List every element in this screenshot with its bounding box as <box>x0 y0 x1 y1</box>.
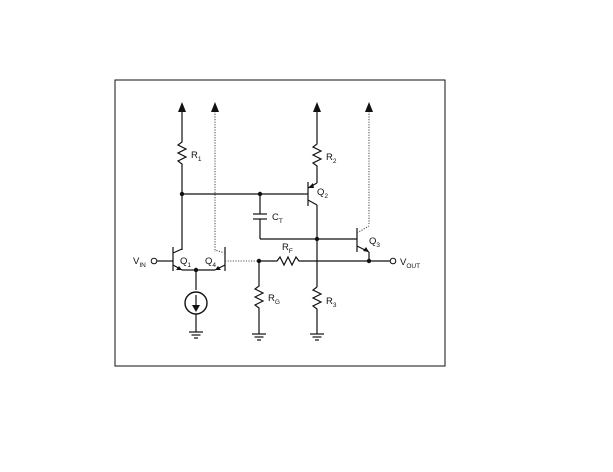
supply-q3-rail <box>365 102 373 224</box>
capacitor-ct <box>253 194 317 240</box>
transistor-q3 <box>356 225 370 261</box>
label-r1: R1 <box>191 150 202 163</box>
vin-terminal <box>150 257 158 265</box>
transistor-q4 <box>196 247 226 271</box>
label-rg: RG <box>268 293 280 306</box>
label-r3: R3 <box>326 296 337 309</box>
vout-terminal <box>389 257 397 265</box>
transistor-q1 <box>172 247 196 271</box>
diagram-frame <box>114 79 446 367</box>
supply-q4-rail <box>211 102 219 252</box>
resistor-r1 <box>176 138 188 194</box>
resistor-r2 <box>311 140 323 183</box>
resistor-r3 <box>311 286 323 334</box>
ground-r3 <box>310 333 324 341</box>
label-vout: VOUT <box>400 257 420 270</box>
ground-rg <box>252 333 266 341</box>
supply-r2-rail <box>313 102 321 140</box>
label-rf: RF <box>282 242 293 255</box>
supply-r1-rail <box>178 102 186 138</box>
label-ct: CT <box>272 212 283 225</box>
label-q1: Q1 <box>180 256 191 269</box>
label-q3: Q3 <box>369 236 380 249</box>
current-source <box>184 291 208 315</box>
resistor-rf <box>259 255 369 267</box>
label-q2: Q2 <box>317 187 328 200</box>
label-q4: Q4 <box>205 256 216 269</box>
transistor-q2 <box>304 182 318 239</box>
label-r2: R2 <box>326 152 337 165</box>
ground-current-source <box>189 331 203 339</box>
resistor-rg <box>253 261 265 334</box>
label-vin: VIN <box>133 256 146 269</box>
